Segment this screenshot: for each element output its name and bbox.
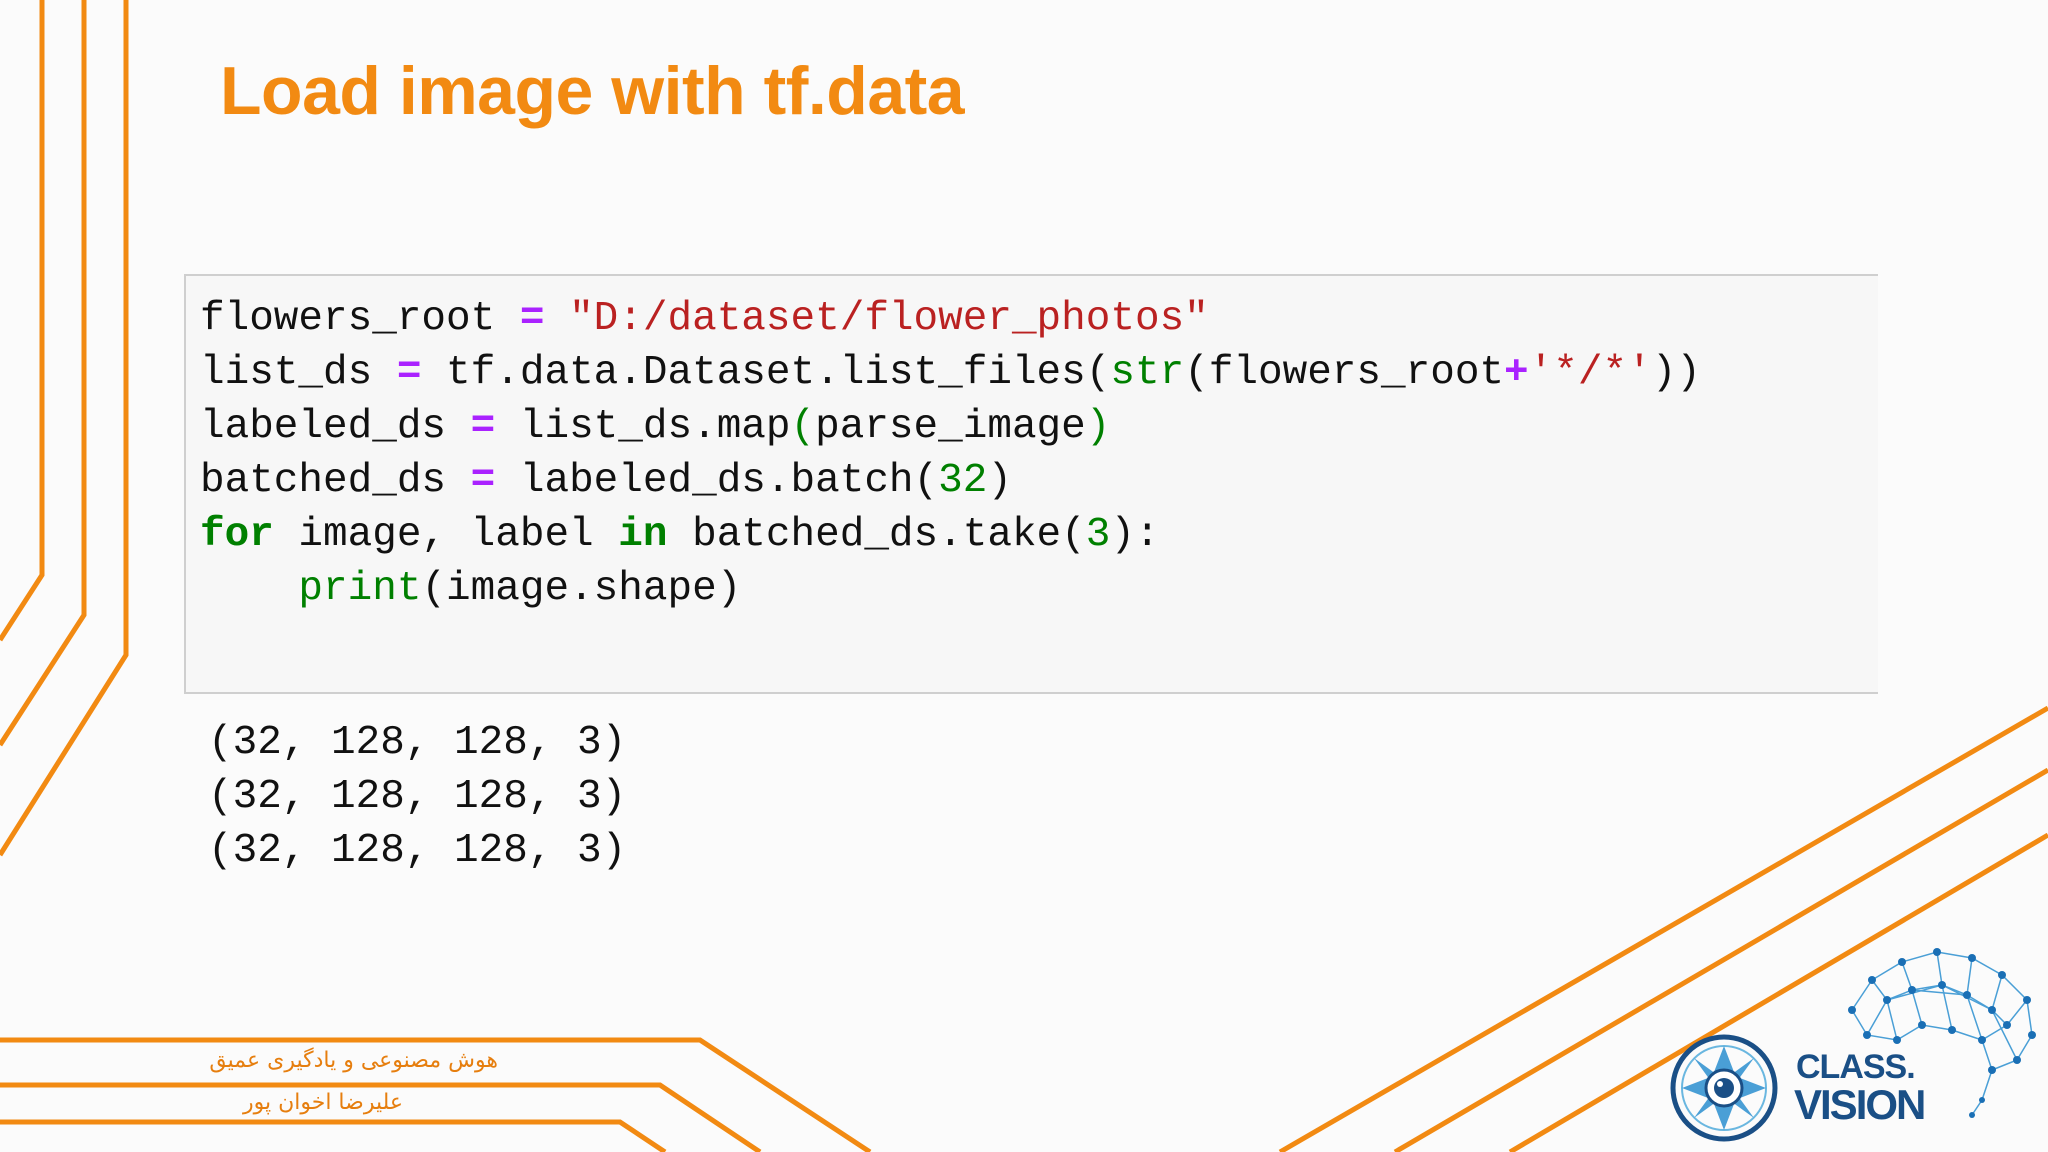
output-line: (32, 128, 128, 3) (208, 720, 627, 766)
code-text: labeled_ds.batch( (495, 458, 939, 504)
number-literal: 32 (938, 458, 988, 504)
code-text: ) (987, 458, 1012, 504)
keyword: for (200, 512, 274, 558)
code-text: batched_ds (200, 458, 471, 504)
logo-class-text: CLASS. (1796, 1048, 1916, 1086)
code-text: image, label (273, 512, 619, 558)
assign-operator: = (470, 404, 496, 450)
assign-operator: = (519, 296, 545, 342)
slide-title: Load image with tf.data (220, 53, 965, 129)
code-text: list_ds.map (495, 404, 791, 450)
builtin-name: str (1110, 350, 1185, 396)
code-text: batched_ds.take( (667, 512, 1086, 558)
indent (200, 566, 298, 612)
code-line-1: flowers_root = "D:/dataset/flower_photos… (200, 292, 1209, 346)
logo-vision-text: VISION (1794, 1081, 1926, 1128)
code-text: labeled_ds (200, 404, 471, 450)
string-literal: "D:/dataset/flower_photos" (569, 296, 1209, 342)
code-line-2: list_ds = tf.data.Dataset.list_files(str… (200, 346, 1701, 400)
code-text: ): (1110, 512, 1160, 558)
code-text: (flowers_root (1184, 350, 1505, 396)
paren: ( (790, 404, 816, 450)
code-line-3: labeled_ds = list_ds.map(parse_image) (200, 400, 1110, 454)
code-text (544, 296, 569, 342)
code-line-5: for image, label in batched_ds.take(3): (200, 508, 1160, 562)
footer-course-title: هوش مصنوعی و یادگیری عمیق (209, 1048, 498, 1073)
output-line: (32, 128, 128, 3) (208, 828, 627, 874)
brain-network-icon (1848, 948, 2036, 1118)
code-line-6: print(image.shape) (200, 562, 741, 616)
code-text: (image.shape) (421, 566, 742, 612)
paren: ) (1085, 404, 1111, 450)
string-literal: '*/*' (1528, 350, 1652, 396)
code-text: )) (1651, 350, 1701, 396)
output-line: (32, 128, 128, 3) (208, 774, 627, 820)
assign-operator: = (470, 458, 496, 504)
code-text: list_ds (200, 350, 397, 396)
assign-operator: = (396, 350, 422, 396)
code-line-4: batched_ds = labeled_ds.batch(32) (200, 454, 1012, 508)
footer-author: علیرضا اخوان پور (242, 1090, 403, 1115)
code-text: parse_image (815, 404, 1086, 450)
keyword: in (618, 512, 668, 558)
eye-logo-icon (1670, 1034, 1778, 1142)
code-text: flowers_root (200, 296, 520, 342)
number-literal: 3 (1085, 512, 1111, 558)
code-text: tf.data.Dataset.list_files( (421, 350, 1111, 396)
plus-operator: + (1504, 350, 1529, 396)
builtin-name: print (298, 566, 422, 612)
code-cell[interactable] (184, 274, 1878, 694)
